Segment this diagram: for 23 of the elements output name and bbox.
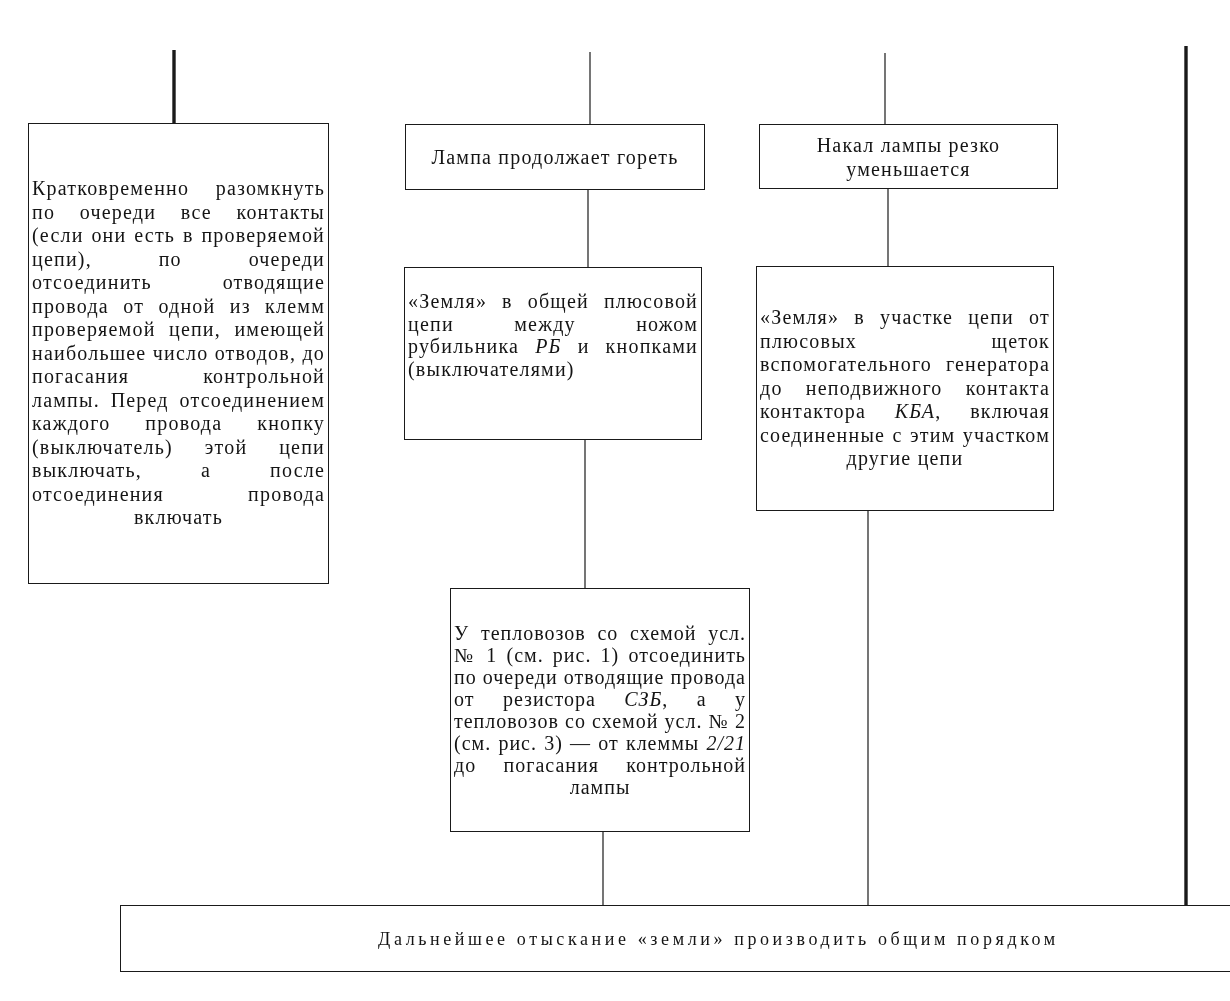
process-box — [450, 588, 750, 832]
connector-line — [602, 831, 604, 906]
step-text: У тепловозов со схемой усл. № 1 (см. рис. 1) отсоединить по очереди отводящие провода от резистора СЗБ, а у тепловозов со схемой усл. № 2 (см. рис. 3) — от клеммы 2/21 до погасания контрольной лампы — [454, 622, 746, 798]
connector-line — [884, 52, 886, 125]
connector-line — [587, 189, 589, 268]
process-box — [120, 905, 1230, 972]
step-text: «Земля» в общей плюсовой цепи между ножом рубильника РБ и кнопками (выключателями) — [408, 290, 698, 380]
connector-line — [1184, 46, 1188, 905]
process-box — [759, 124, 1058, 189]
step-text: Дальнейшее отыскание «земли» производить общим порядком — [378, 927, 1059, 950]
connector-line — [172, 50, 176, 123]
connector-line — [887, 188, 889, 267]
connector-line — [867, 510, 869, 906]
step-text: Накал лампы резко уменьшается — [815, 132, 1002, 181]
process-box — [28, 123, 329, 584]
process-box — [756, 266, 1054, 511]
step-text: Лампа продолжает гореть — [430, 145, 680, 169]
connector-line — [584, 439, 586, 589]
step-text: Кратковременно разомкнуть по очереди все контакты (если они есть в проверяемой цепи), по очереди отсоединить отводящие провода от одной из клемм проверяемой цепи, имеющей наибольшее число отводов, до погасания контрольной лампы. Перед отсоединением каждого провода кнопку (выключатель) этой цепи выключать, а после отсоединения провода включать — [32, 177, 325, 530]
process-box — [405, 124, 705, 190]
step-text: «Земля» в участке цепи от плюсовых щеток вспомогательного генератора до неподвижного контакта контактора КБА, включая соединенные с этим участком другие цепи — [760, 306, 1050, 471]
process-box — [404, 267, 702, 440]
connector-line — [589, 51, 591, 125]
